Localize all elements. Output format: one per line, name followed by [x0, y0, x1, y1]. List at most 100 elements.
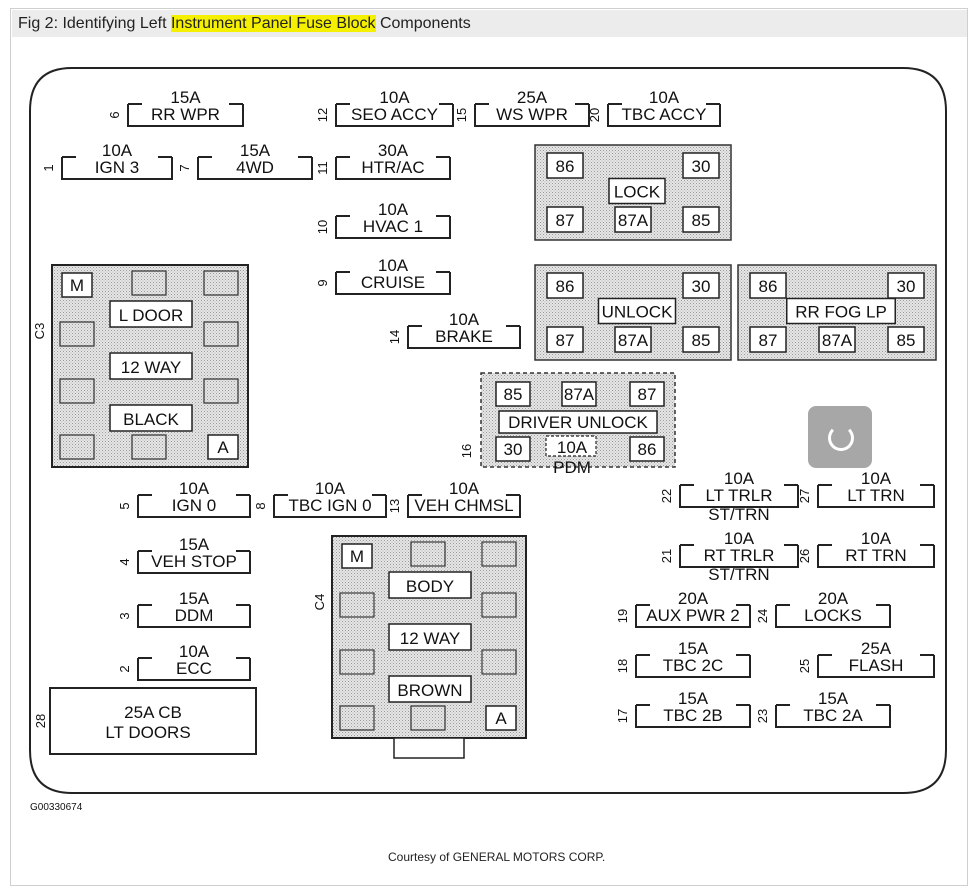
driver-unlock-pin-box: [629, 381, 665, 407]
connector-cavity: [410, 705, 446, 731]
fuse-outline: [775, 705, 891, 728]
fuse-number: 26: [797, 549, 812, 563]
fuse-rating: 25A: [861, 639, 892, 658]
relay-pin-label: 87: [556, 211, 575, 230]
fuse-block-outline: [29, 67, 947, 794]
relay-pin-box: [682, 152, 720, 179]
fuse-number: 24: [755, 609, 770, 623]
circuit-breaker-rating: 25A CB: [124, 703, 182, 722]
connector-a-box: [485, 705, 517, 731]
connector-m-box: [61, 272, 93, 298]
fuse-label: RR WPR: [151, 105, 220, 124]
fuse-label: DDM: [175, 606, 214, 625]
fuse-label: CRUISE: [361, 273, 425, 292]
fuse-label: AUX PWR 2: [646, 606, 740, 625]
pdm-label: PDM: [553, 458, 591, 477]
fuse-number: 4: [117, 558, 132, 565]
relay-name: UNLOCK: [602, 303, 674, 322]
fuse-label: LT TRLR: [705, 486, 772, 505]
driver-unlock-pin-label: 30: [504, 440, 523, 459]
connector-cavity: [481, 541, 517, 567]
relay-pin-box: [887, 326, 925, 353]
fuse-outline: [679, 485, 799, 508]
fuse-label: VEH STOP: [151, 552, 237, 571]
fuse-outline: [474, 104, 590, 127]
fuse-outline: [635, 705, 751, 728]
relay-pin-label: 85: [897, 331, 916, 350]
driver-unlock-pin-label: 85: [504, 385, 523, 404]
fuse-number: 11: [315, 161, 330, 175]
fuse-outline: [335, 272, 451, 295]
fuse-label: RT TRLR: [704, 546, 775, 565]
fuse-outline: [817, 655, 935, 678]
relay-pin-label: 86: [556, 277, 575, 296]
fuse-outline: [775, 605, 891, 628]
fuse-outline: [335, 104, 454, 127]
fuse-outline: [137, 658, 251, 681]
fuse-outline: [335, 157, 451, 180]
driver-unlock-pin-box: [561, 381, 597, 407]
relay-pin-box: [546, 206, 584, 233]
fuse-number: 2: [117, 665, 132, 672]
fuse-rating: 15A: [678, 689, 709, 708]
relay-pin-box: [749, 272, 787, 299]
fuse-label: TBC 2C: [663, 656, 723, 675]
fuse-number: 22: [659, 489, 674, 503]
fuse-number: 23: [755, 709, 770, 723]
fuse-outline: [607, 104, 721, 127]
relay-pin-label: 85: [692, 331, 711, 350]
fuse-label: BRAKE: [435, 327, 493, 346]
fuse-number: 19: [615, 609, 630, 623]
connector-cavity: [339, 705, 375, 731]
relay-pin-label: 87A: [618, 211, 649, 230]
connector-label-box: [109, 352, 193, 380]
fuse-label: HVAC 1: [363, 217, 423, 236]
relay-pin-label: 87A: [618, 331, 649, 350]
relay-pin-box: [682, 326, 720, 353]
connector-cavity: [203, 321, 239, 347]
pdm-rating: 10A: [557, 438, 588, 457]
relay-name-box: [786, 297, 896, 325]
loading-spinner: [808, 406, 872, 468]
connector-latch: [393, 737, 465, 759]
relay-pin-label: 87A: [822, 331, 853, 350]
fuse-label: RT TRN: [845, 546, 906, 565]
connector-cavity: [131, 434, 167, 460]
figure-caption: Fig 2: Identifying Left Instrument Panel…: [18, 15, 471, 32]
connector-label-box: [388, 571, 472, 599]
connector-label-box: [388, 675, 472, 703]
relay-name-box: [608, 177, 666, 205]
fuse-number: 9: [315, 279, 330, 286]
fuse-number: 12: [315, 108, 330, 122]
courtesy-text: Courtesy of GENERAL MOTORS CORP.: [388, 850, 606, 864]
connector-a-box: [207, 434, 239, 460]
spinner-icon: [828, 425, 854, 451]
fuse-outline: [137, 551, 251, 574]
connector-cavity: [481, 649, 517, 675]
fuse-rating: 10A: [649, 88, 680, 107]
fuse-outline: [679, 545, 799, 568]
driver-unlock-name: DRIVER UNLOCK: [508, 413, 648, 432]
fuse-outline: [127, 104, 244, 127]
fuse-label: FLASH: [849, 656, 904, 675]
fuse-label: LT TRN: [847, 486, 905, 505]
circuit-breaker-box: [49, 687, 257, 755]
fuse-rating: 15A: [170, 88, 201, 107]
fuse-label: 4WD: [236, 158, 274, 177]
relay-pin-box: [614, 206, 652, 233]
